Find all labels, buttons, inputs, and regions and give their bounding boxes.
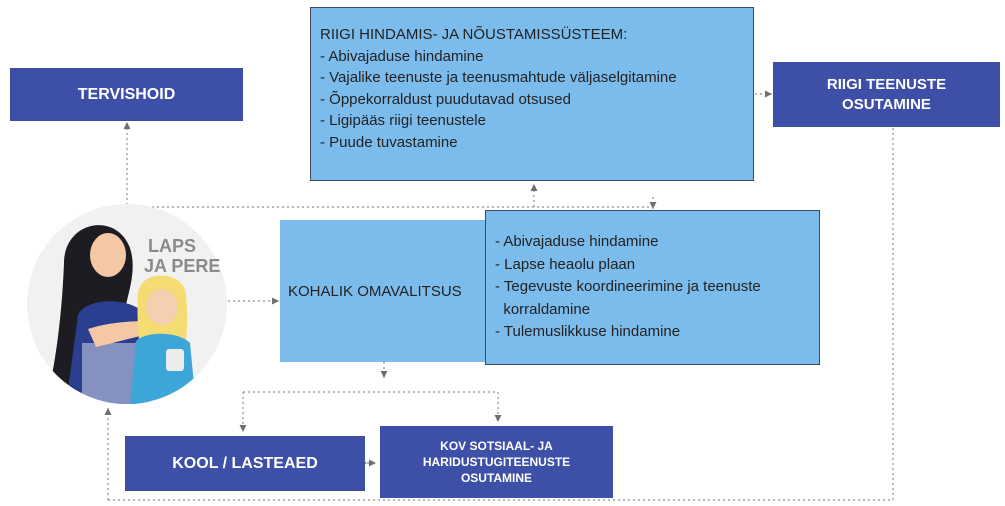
riigi-hindamis-item: - Ligipääs riigi teenustele — [320, 112, 486, 129]
riigi-teenuste-label-1: RIIGI TEENUSTE — [826, 75, 947, 93]
riigi-hindamis-item: - Vajalike teenuste ja teenusmahtude väl… — [320, 69, 677, 86]
riigi-hindamis-box: RIIGI HINDAMIS- JA NÕUSTAMISSÜSTEEM: - A… — [310, 7, 754, 181]
kov-teenuste-label-2: HARIDUSTUGITEENUSTE — [422, 455, 571, 469]
riigi-hindamis-item: - Puude tuvastamine — [320, 133, 458, 151]
kov-tegevused-item: - Lapse heaolu plaan — [495, 255, 636, 273]
kohalik-omavalitsus-box: KOHALIK OMAVALITSUS — [280, 220, 485, 362]
riigi-hindamis-title: RIIGI HINDAMIS- JA NÕUSTAMISSÜSTEEM: — [320, 26, 628, 43]
kohalik-omavalitsus-label: KOHALIK OMAVALITSUS — [288, 282, 462, 300]
laps-ja-pere-illustration: LAPS JA PERE — [26, 203, 228, 405]
riigi-teenuste-node: RIIGI TEENUSTE OSUTAMINE — [773, 62, 1000, 127]
tervishoid-label: TERVISHOID — [77, 85, 176, 103]
kov-tegevused-item: - Abivajaduse hindamine — [495, 233, 659, 250]
tervishoid-node: TERVISHOID — [10, 68, 243, 121]
kov-tegevused-item: korraldamine — [495, 300, 591, 318]
riigi-hindamis-list: RIIGI HINDAMIS- JA NÕUSTAMISSÜSTEEM: - A… — [320, 24, 677, 153]
riigi-hindamis-item: - Abivajaduse hindamine — [320, 47, 484, 65]
kov-tegevused-item: - Tulemuslikkuse hindamine — [495, 323, 681, 340]
riigi-hindamis-item: - Õppekorraldust puudutavad otsused — [320, 90, 571, 108]
mother-child-icon — [27, 204, 227, 404]
kov-tegevused-item: - Tegevuste koordineerimine ja teenuste — [495, 278, 761, 295]
kool-lasteaed-label: KOOL / LASTEAED — [172, 454, 318, 472]
kov-tegevused-box: - Abivajaduse hindamine - Lapse heaolu p… — [485, 210, 820, 365]
kov-teenuste-label-3: OSUTAMINE — [460, 471, 533, 485]
kov-teenuste-label-1: KOV SOTSIAAL- JA — [440, 439, 553, 453]
kov-tegevused-list: - Abivajaduse hindamine - Lapse heaolu p… — [495, 231, 761, 344]
kov-teenuste-node: KOV SOTSIAAL- JA HARIDUSTUGITEENUSTE OSU… — [380, 426, 613, 498]
riigi-teenuste-label-2: OSUTAMINE — [842, 95, 931, 113]
kool-lasteaed-node: KOOL / LASTEAED — [125, 436, 365, 491]
laps-ja-pere-label: LAPS JA PERE — [144, 236, 221, 276]
